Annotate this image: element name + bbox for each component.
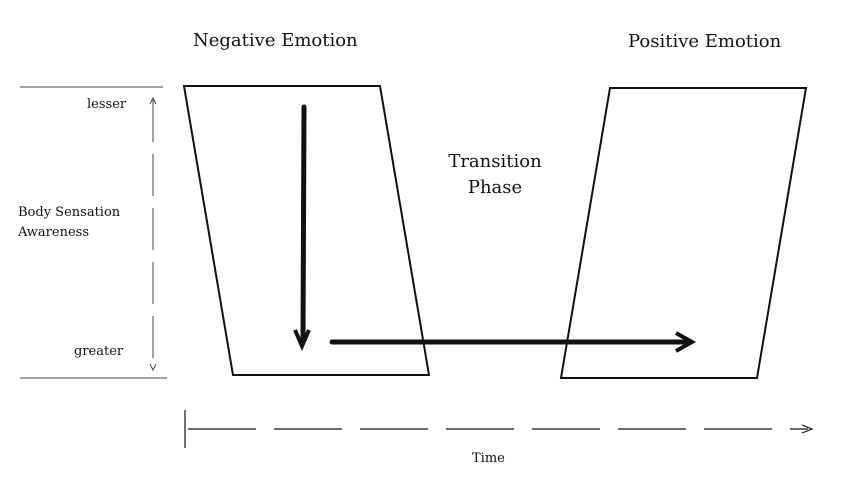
transition-label-line1: Transition xyxy=(448,151,542,172)
awareness-axis-down-arrow xyxy=(149,363,157,372)
positive-emotion-shape xyxy=(559,87,808,379)
vertical-shift-arrowhead xyxy=(293,329,311,351)
vertical-shift-arrow xyxy=(300,104,307,343)
awareness-axis-label: Body Sensation Awareness xyxy=(18,203,120,243)
time-axis-arrowhead xyxy=(801,424,814,434)
awareness-label-line2: Awareness xyxy=(18,225,89,240)
time-label: Time xyxy=(472,451,505,466)
awareness-axis-up-arrow xyxy=(149,96,157,105)
positive-emotion-title: Positive Emotion xyxy=(628,31,782,52)
awareness-label-line1: Body Sensation xyxy=(18,205,121,220)
horizontal-shift-arrowhead xyxy=(675,331,697,353)
transition-label-line2: Phase xyxy=(467,177,523,198)
transition-phase-label: Transition Phase xyxy=(440,149,550,201)
negative-emotion-shape xyxy=(182,85,431,376)
lesser-label: lesser xyxy=(87,97,127,112)
greater-label: greater xyxy=(74,344,124,359)
negative-emotion-title: Negative Emotion xyxy=(193,30,358,51)
